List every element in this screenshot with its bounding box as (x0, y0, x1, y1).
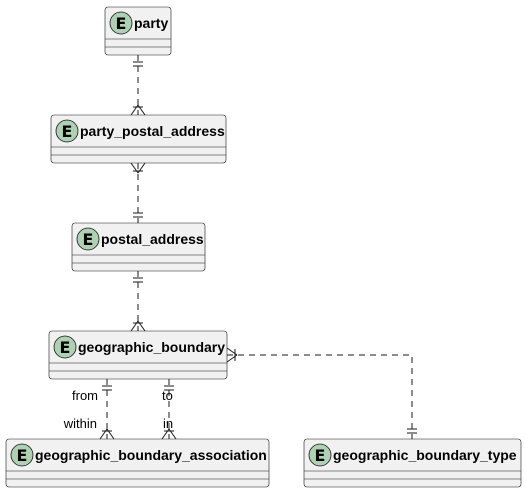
entity-name: geographic_boundary_type (333, 447, 517, 463)
rel-postal-address-to-geographic-boundary (130, 271, 146, 332)
entity-stereotype-icon: E (53, 335, 77, 359)
entity-postal-address[interactable]: E postal_address (71, 222, 206, 272)
entity-name: geographic_boundary_association (35, 447, 267, 463)
rel-geographic-boundary-from-within (99, 379, 115, 440)
svg-text:E: E (17, 446, 28, 465)
entity-party-postal-address[interactable]: E party_postal_address (50, 114, 227, 164)
entity-stereotype-icon: E (55, 119, 79, 143)
entity-geographic-boundary-type[interactable]: E geographic_boundary_type (303, 438, 522, 488)
rel-geographic-boundary-to-type (226, 347, 417, 439)
rel-geographic-boundary-to-in (161, 379, 177, 440)
role-label-from: from (72, 388, 98, 403)
svg-text:E: E (60, 338, 71, 357)
role-label-in: in (163, 416, 173, 431)
entity-name: postal_address (101, 231, 204, 247)
entity-geographic-boundary-association[interactable]: E geographic_boundary_association (5, 438, 270, 488)
svg-text:E: E (62, 122, 73, 141)
entity-name: party_postal_address (80, 123, 225, 139)
role-label-within: within (63, 416, 97, 431)
entity-geographic-boundary[interactable]: E geographic_boundary (48, 330, 228, 380)
role-label-to: to (162, 388, 173, 403)
entity-name: party (134, 15, 168, 31)
entity-name: geographic_boundary (78, 339, 225, 355)
entity-stereotype-icon: E (76, 227, 100, 251)
svg-text:E: E (83, 230, 94, 249)
svg-text:E: E (315, 446, 326, 465)
entity-stereotype-icon: E (10, 443, 34, 467)
rel-party-to-party-postal-address (130, 55, 146, 116)
rel-party-postal-address-to-postal-address (130, 162, 146, 223)
svg-text:E: E (116, 14, 127, 33)
entity-stereotype-icon: E (109, 11, 133, 35)
entity-stereotype-icon: E (308, 443, 332, 467)
entity-party[interactable]: E party (104, 6, 172, 56)
